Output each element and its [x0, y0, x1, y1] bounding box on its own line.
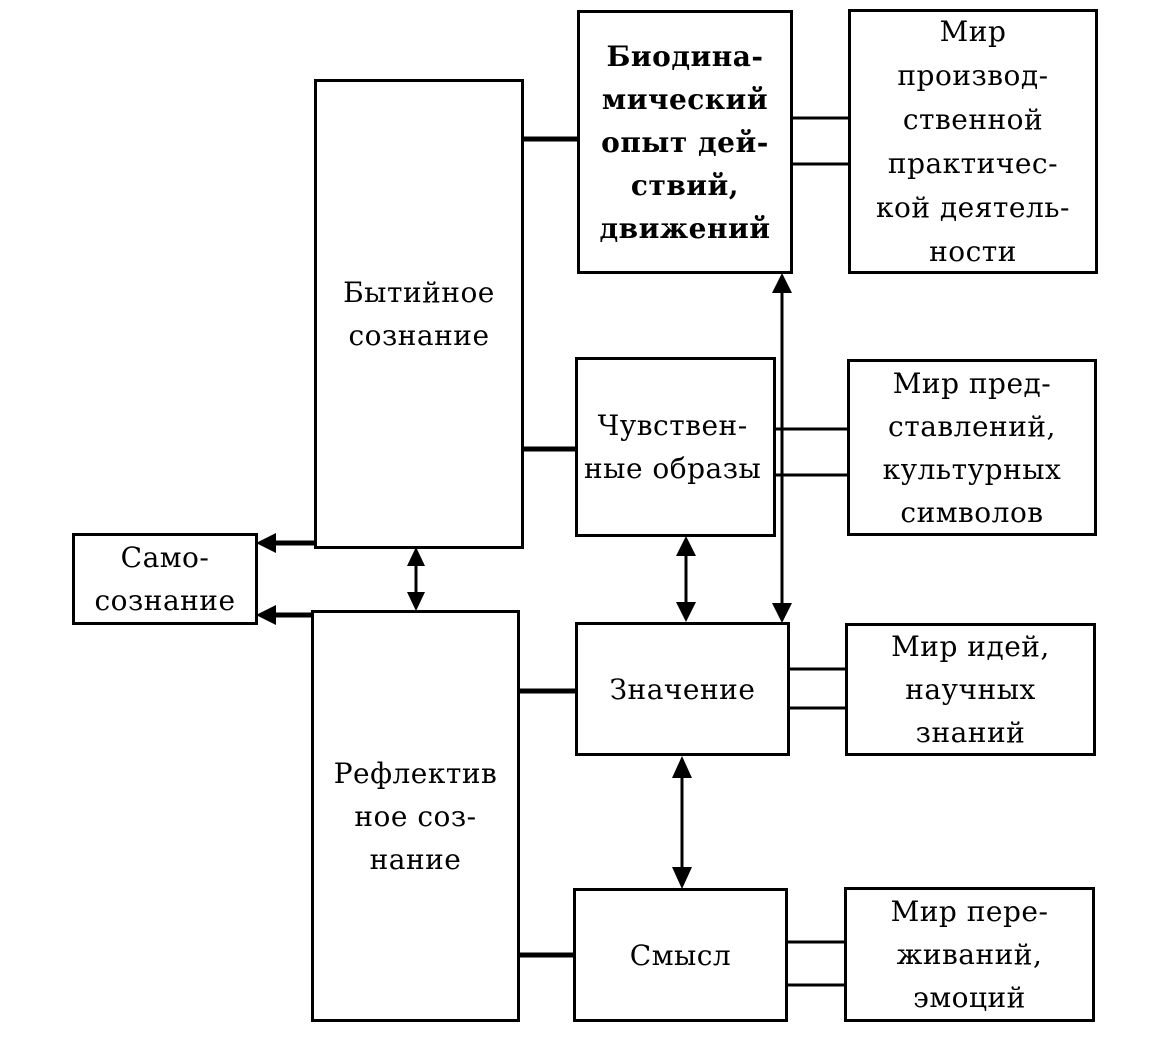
box-meaning-label: Значение — [609, 672, 756, 706]
box-world-representations: Мир пред- ставлений, культурных символов — [847, 359, 1097, 536]
box-reflective-consciousness-label: Рефлектив ное соз- нание — [333, 756, 498, 876]
box-sense-label: Смысл — [629, 938, 732, 972]
box-world-production: Мир производ- ственной практичес- кой де… — [848, 9, 1098, 274]
box-world-experiences-label: Мир пере- живаний, эмоций — [890, 895, 1049, 1014]
arrowhead-existential-to-self — [256, 533, 276, 553]
arrowhead-sensory-meaning-bottom — [676, 602, 696, 622]
arrowhead-biodynamic-meaning-top — [772, 273, 792, 293]
arrowhead-existential-reflective-bottom — [407, 592, 425, 611]
arrowhead-meaning-sense-top — [672, 756, 692, 778]
box-reflective-consciousness: Рефлектив ное соз- нание — [311, 610, 520, 1022]
arrowhead-existential-reflective-top — [407, 547, 425, 566]
box-existential-consciousness: Бытийное сознание — [314, 79, 524, 549]
box-world-experiences: Мир пере- живаний, эмоций — [844, 887, 1095, 1022]
arrowhead-sensory-meaning-top — [676, 536, 696, 556]
box-biodynamic-experience: Биодина- мический опыт дей- ствий, движе… — [577, 10, 793, 274]
box-sensory-images-label: Чувствен- ные образы — [584, 409, 762, 485]
box-sensory-images: Чувствен- ные образы — [575, 357, 776, 537]
box-existential-consciousness-label: Бытийное сознание — [343, 276, 495, 352]
arrowhead-meaning-sense-bottom — [672, 867, 692, 889]
box-world-ideas: Мир идей, научных знаний — [845, 623, 1096, 756]
box-world-ideas-label: Мир идей, научных знаний — [891, 630, 1050, 749]
box-sense: Смысл — [573, 888, 788, 1022]
box-self-consciousness: Само- сознание — [72, 533, 258, 625]
arrowhead-reflective-to-self — [256, 605, 276, 625]
box-biodynamic-experience-label: Биодина- мический опыт дей- ствий, движе… — [599, 39, 771, 245]
box-self-consciousness-label: Само- сознание — [94, 541, 236, 617]
box-world-representations-label: Мир пред- ставлений, культурных символов — [882, 366, 1062, 529]
box-world-production-label: Мир производ- ственной практичес- кой де… — [876, 14, 1070, 268]
box-meaning: Значение — [575, 622, 790, 756]
arrowhead-biodynamic-meaning-bottom — [772, 603, 792, 623]
